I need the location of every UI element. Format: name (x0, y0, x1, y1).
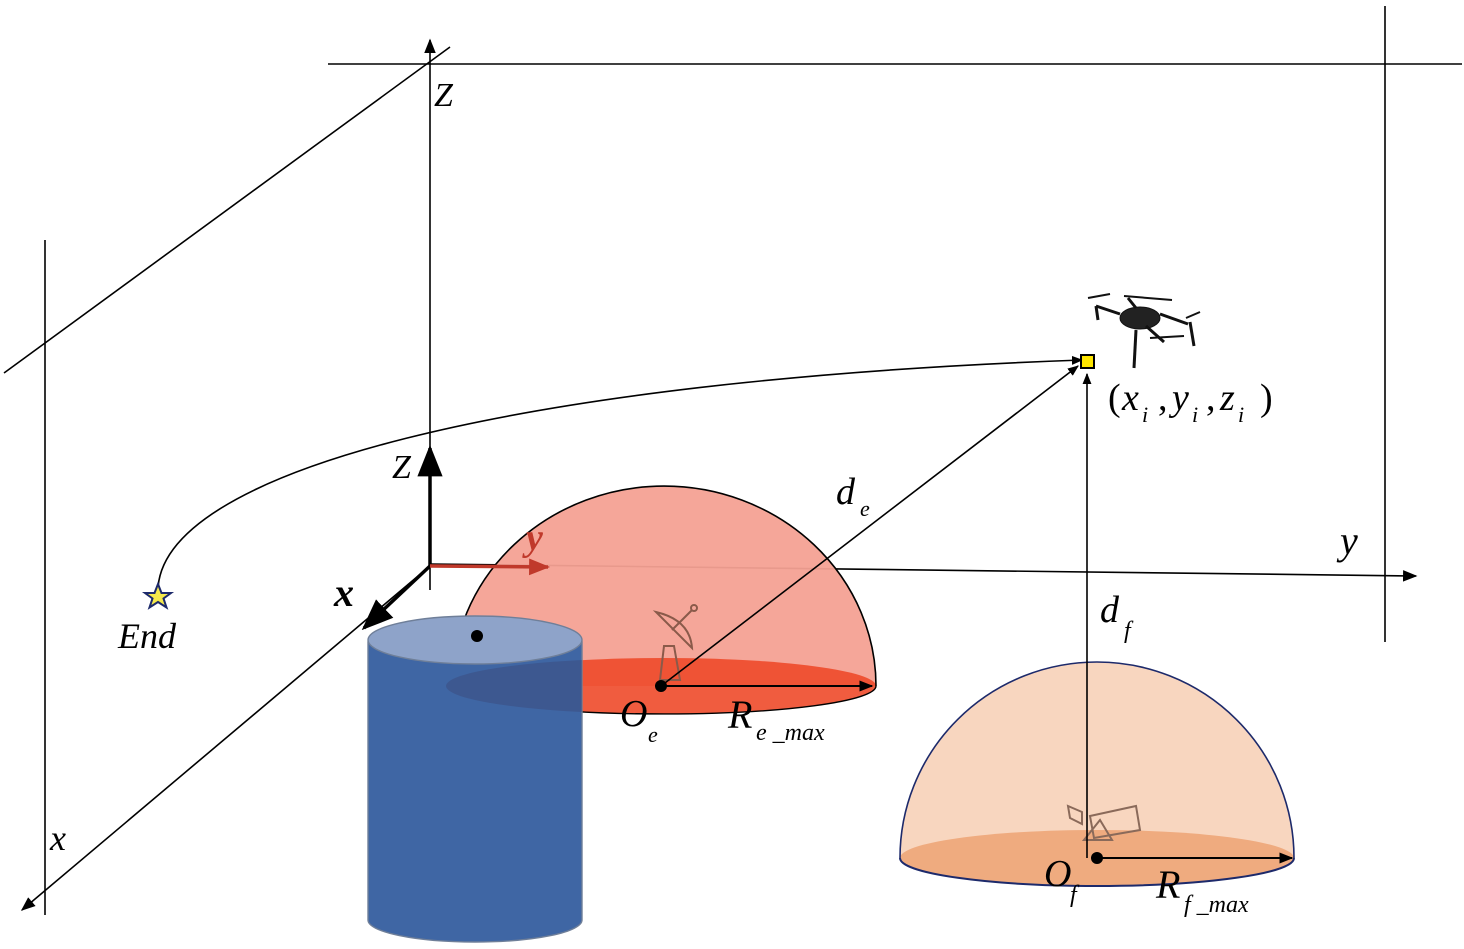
distance-f-label: d f (1100, 589, 1134, 644)
svg-text:f: f (1070, 882, 1080, 908)
svg-text:e: e (648, 722, 658, 747)
frame-lines (3, 6, 1462, 915)
distance-e-label: d e (836, 471, 870, 521)
x-axis-local (361, 564, 432, 631)
origin-f-label: O f (1044, 853, 1080, 908)
svg-text:d: d (1100, 589, 1120, 631)
svg-text:i: i (1192, 402, 1198, 427)
x-axis-far-label: x (49, 818, 66, 858)
svg-text:): ) (1260, 377, 1273, 419)
svg-text:,: , (1158, 377, 1168, 419)
svg-text:e _max: e _max (756, 720, 825, 746)
drone-icon (1087, 293, 1201, 369)
svg-text:R: R (727, 692, 752, 737)
svg-text:(: ( (1108, 377, 1121, 419)
svg-text:O: O (620, 693, 647, 735)
svg-text:R: R (1155, 862, 1180, 907)
svg-text:O: O (1044, 853, 1071, 895)
svg-text:x: x (1121, 377, 1139, 419)
svg-text:z: z (1219, 377, 1235, 419)
y-axis-far-label: y (1336, 518, 1358, 563)
svg-text:,: , (1206, 377, 1216, 419)
diagonal-top-line (3, 46, 451, 374)
svg-text:i: i (1142, 402, 1148, 427)
distance-e-arrow (660, 365, 1079, 687)
svg-text:d: d (836, 471, 856, 513)
svg-text:f: f (1124, 618, 1134, 644)
radar-dish-icon (652, 604, 698, 681)
uav-position-marker (1080, 354, 1095, 369)
z-axis-far-label: Z (434, 77, 454, 114)
svg-text:y: y (1168, 377, 1189, 419)
end-star-icon (141, 581, 175, 610)
cylinder-obstacle (367, 615, 583, 943)
trajectory-curve (157, 355, 1084, 597)
z-axis-local-label: Z (392, 449, 412, 486)
svg-text:i: i (1238, 402, 1244, 427)
radius-f-label: R f _max (1155, 862, 1249, 918)
y-axis-local (429, 558, 551, 576)
detection-hemisphere-f (899, 661, 1295, 887)
uav-coordinate-label: ( x i , y i , z i ) (1108, 377, 1273, 427)
hemisphere-overlap (446, 660, 582, 712)
radius-e-label: R e _max (727, 692, 825, 746)
turret-icon (1066, 804, 1142, 841)
svg-text:f _max: f _max (1184, 892, 1249, 918)
svg-text:e: e (860, 496, 870, 521)
origin-e-label: O e (620, 693, 658, 747)
end-label: End (117, 616, 177, 656)
y-axis-local-label: y (522, 517, 543, 559)
x-axis-local-label: x (333, 570, 354, 615)
